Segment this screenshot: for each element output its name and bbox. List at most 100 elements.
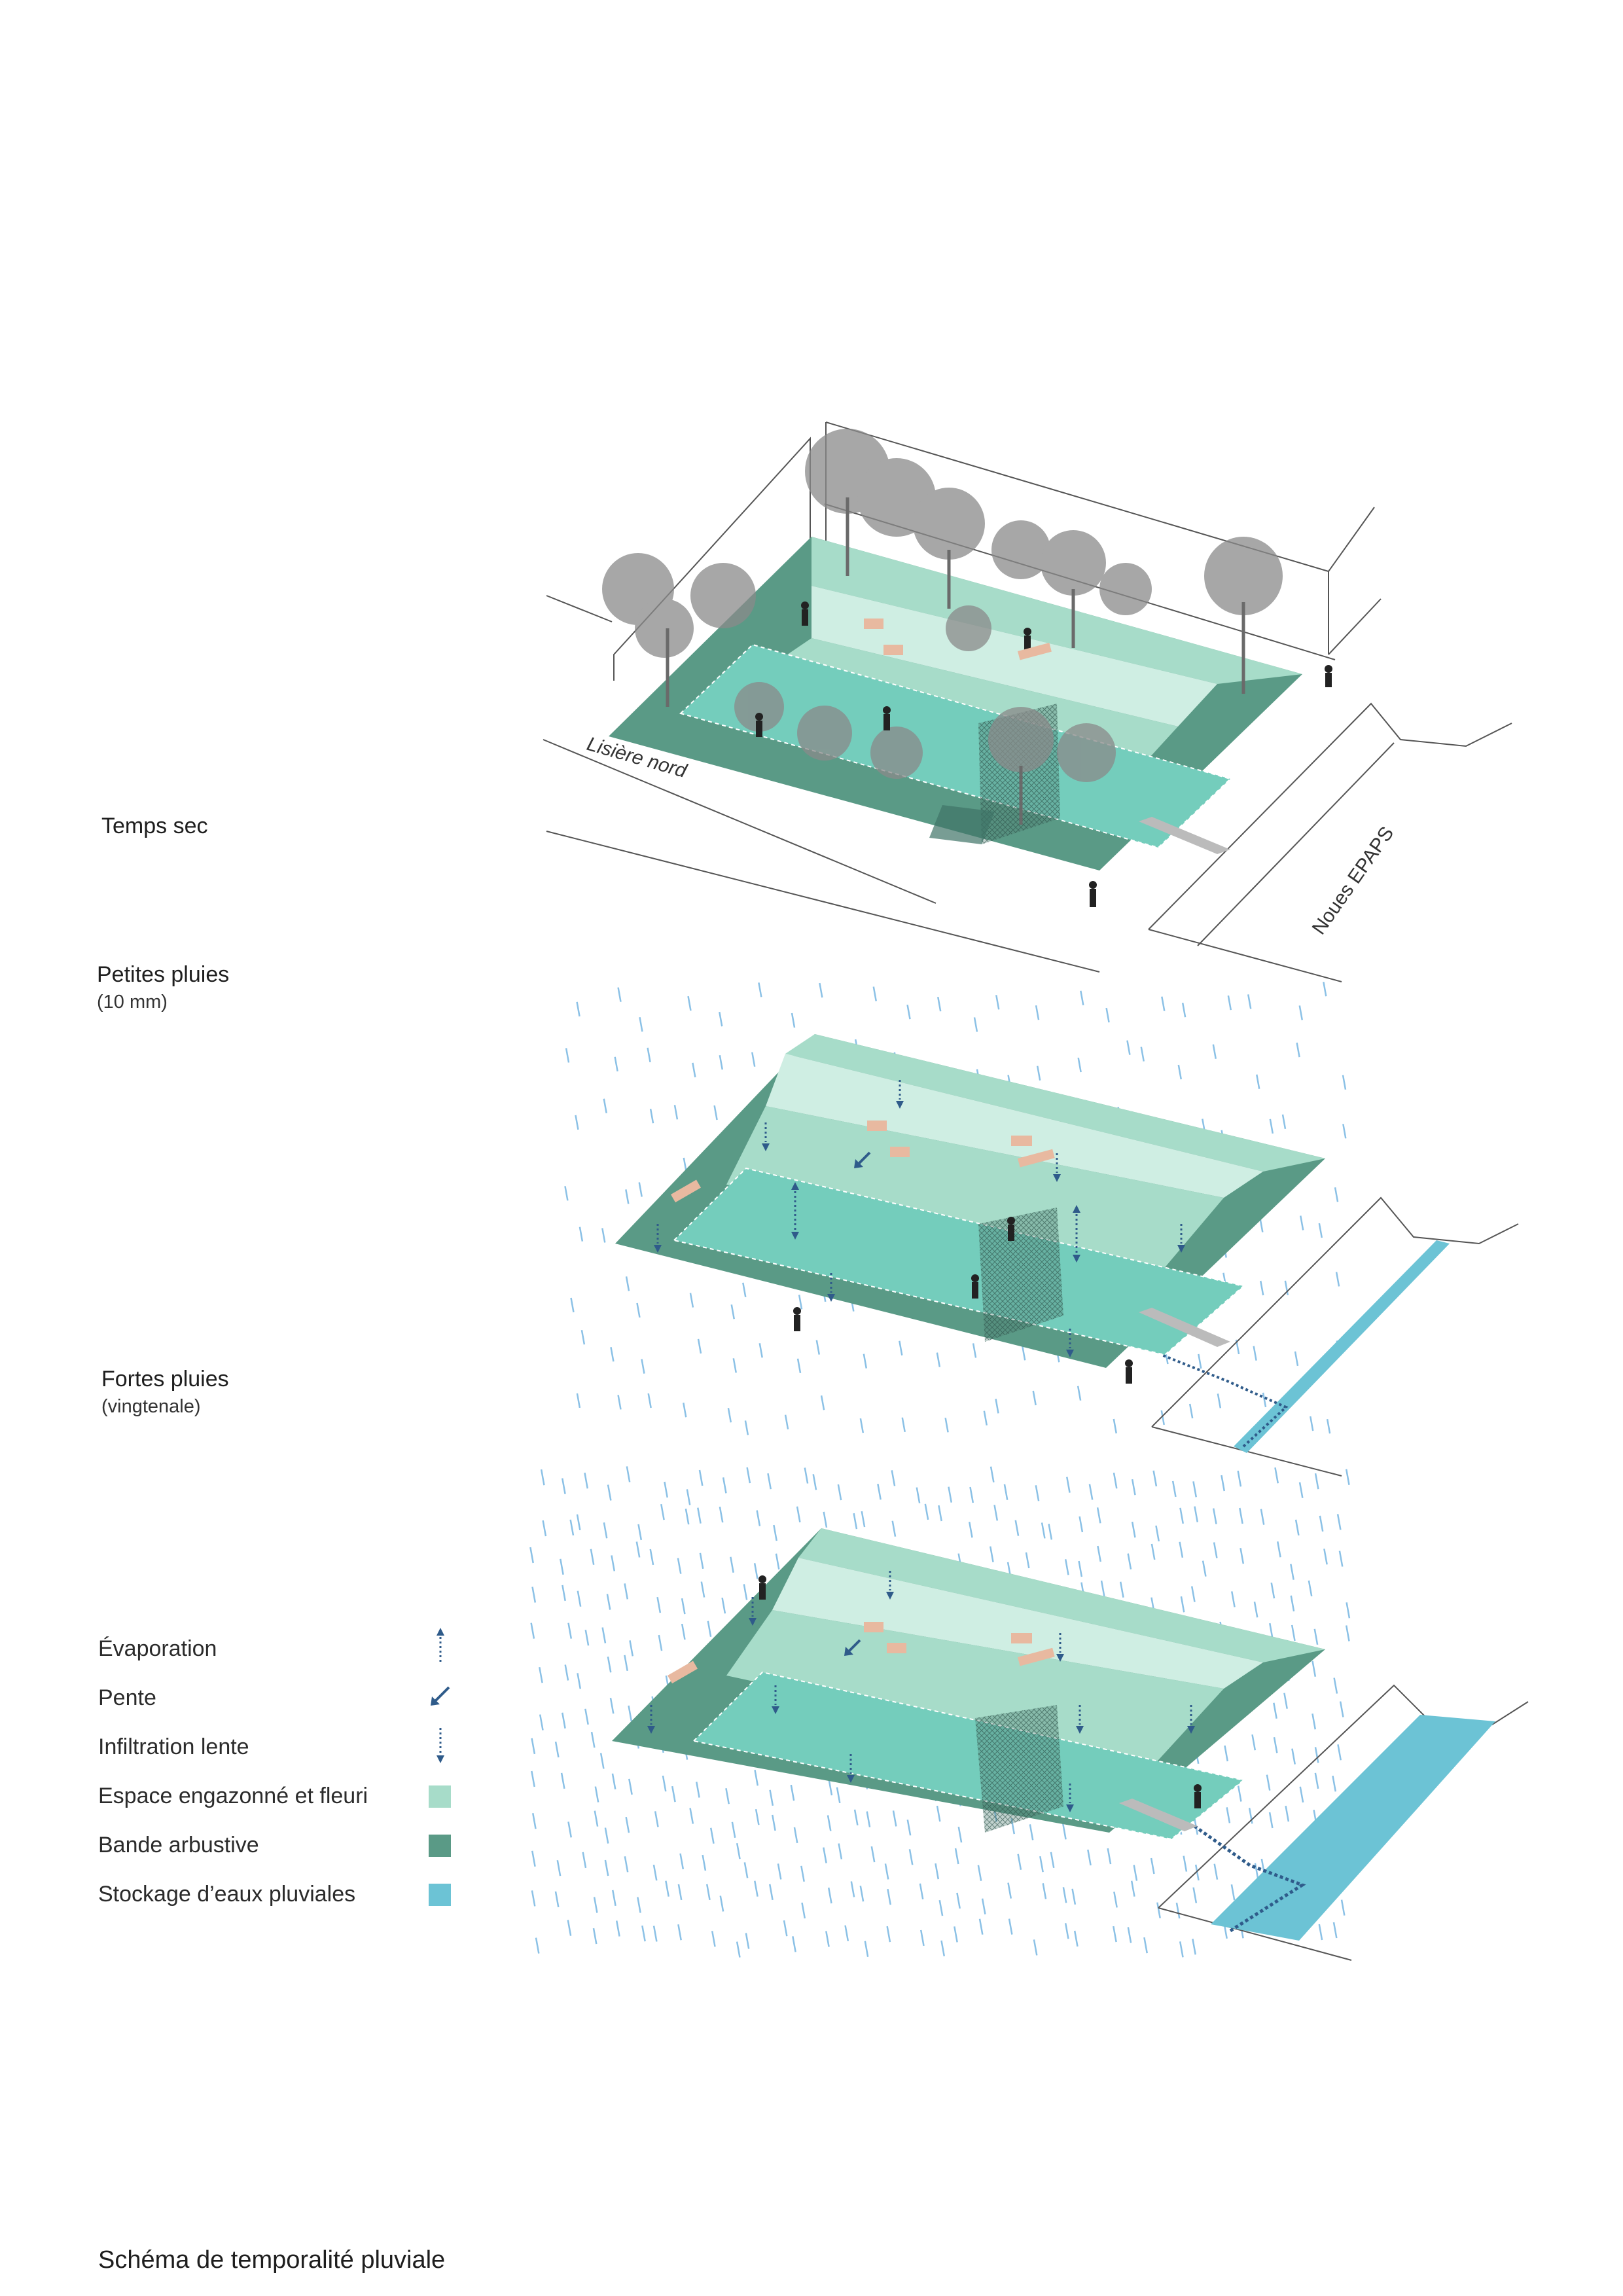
- raindrop: [1202, 1560, 1207, 1577]
- raindrop: [995, 995, 1000, 1010]
- raindrop: [539, 1714, 544, 1731]
- raindrop: [531, 1587, 537, 1603]
- raindrop: [594, 1810, 599, 1827]
- stage-heavy-rain-diagram: [529, 1466, 1529, 1961]
- raindrop: [641, 1359, 645, 1374]
- raindrop: [758, 982, 762, 997]
- raindrop: [625, 1816, 630, 1833]
- raindrop: [727, 1407, 732, 1423]
- raindrop: [601, 1228, 606, 1243]
- raindrop: [719, 1011, 723, 1027]
- legend-evaporation-label: Évaporation: [98, 1636, 217, 1661]
- raindrop: [820, 1395, 825, 1410]
- raindrop: [993, 1505, 999, 1521]
- raindrop: [1155, 1525, 1160, 1542]
- raindrop: [1226, 1807, 1231, 1823]
- raindrop: [793, 1827, 798, 1844]
- raindrop: [617, 1395, 622, 1410]
- raindrop: [1127, 1553, 1132, 1570]
- raindrop: [1256, 1074, 1260, 1089]
- raindrop: [1269, 1623, 1274, 1640]
- raindrop: [567, 1821, 573, 1838]
- raindrop: [973, 1017, 978, 1032]
- raindrop: [567, 1623, 573, 1639]
- raindrop: [1313, 1628, 1319, 1645]
- raindrop: [732, 1358, 737, 1373]
- raindrop: [944, 1418, 949, 1433]
- raindrop: [1283, 1693, 1288, 1709]
- stage-title-dry: Temps sec: [101, 814, 208, 838]
- slope-arrow: [844, 1639, 861, 1656]
- raindrop: [773, 1524, 777, 1541]
- raindrop: [584, 1708, 589, 1725]
- raindrop: [1077, 1386, 1082, 1401]
- raindrop: [590, 1549, 595, 1565]
- raindrop: [919, 1883, 924, 1900]
- raindrop: [1237, 1785, 1242, 1802]
- raindrop: [1131, 1521, 1136, 1538]
- raindrop: [562, 1478, 566, 1494]
- raindrop: [1224, 1745, 1229, 1762]
- raindrop: [887, 1888, 891, 1905]
- raindrop: [1318, 1223, 1323, 1238]
- raindrop: [607, 1484, 612, 1501]
- raindrop: [936, 1352, 941, 1367]
- raindrop: [577, 1590, 582, 1607]
- raindrop: [576, 1001, 580, 1017]
- raindrop: [1037, 1066, 1041, 1081]
- legend-infiltration-label: Infiltration lente: [98, 1734, 249, 1759]
- raindrop: [531, 1890, 536, 1907]
- raindrop: [850, 1881, 855, 1897]
- raindrop: [1062, 1887, 1067, 1903]
- raindrop: [1048, 1524, 1053, 1540]
- raindrop: [1140, 1047, 1145, 1062]
- raindrop: [956, 1892, 961, 1909]
- raindrop: [614, 1056, 618, 1072]
- raindrop: [1253, 1602, 1258, 1618]
- raindrop: [1035, 1485, 1040, 1501]
- dotted-up-arrow-icon: [437, 1628, 444, 1663]
- raindrop: [679, 1853, 685, 1870]
- raindrop: [592, 1928, 597, 1945]
- raindrop: [554, 1891, 560, 1908]
- raindrop: [1150, 1857, 1155, 1874]
- raindrop: [1096, 1507, 1101, 1524]
- raindrop: [743, 1584, 748, 1600]
- raindrop: [560, 1772, 565, 1789]
- raindrop: [584, 1472, 589, 1489]
- raindrop: [861, 1511, 866, 1528]
- raindrop: [604, 1827, 609, 1844]
- raindrop: [1062, 1823, 1067, 1840]
- raindrop: [1029, 1824, 1034, 1840]
- raindrop: [1042, 1883, 1047, 1899]
- raindrop: [681, 1598, 686, 1615]
- raindrop: [1181, 1002, 1186, 1018]
- raindrop: [567, 1920, 572, 1936]
- raindrop: [531, 1738, 536, 1755]
- raindrop: [628, 1778, 633, 1795]
- raindrop: [1299, 1786, 1304, 1803]
- raindrop: [564, 1186, 569, 1201]
- raindrop: [1035, 1005, 1040, 1020]
- raindrop: [1308, 1580, 1313, 1597]
- raindrop: [800, 1865, 805, 1882]
- raindrop: [948, 1486, 953, 1503]
- raindrop: [539, 1666, 543, 1683]
- raindrop: [884, 1863, 889, 1880]
- raindrop: [756, 1510, 761, 1526]
- raindrop: [977, 1865, 982, 1881]
- raindrop: [1213, 1863, 1219, 1880]
- raindrop: [940, 1940, 946, 1957]
- raindrop: [1300, 1215, 1304, 1230]
- raindrop: [891, 1520, 897, 1537]
- raindrop: [1230, 1884, 1236, 1901]
- raindrop: [784, 1414, 789, 1429]
- raindrop: [580, 1329, 586, 1345]
- raindrop: [637, 1897, 641, 1913]
- raindrop: [624, 1856, 629, 1873]
- raindrop: [1179, 1541, 1184, 1558]
- raindrop: [697, 1507, 702, 1524]
- raindrop: [901, 1417, 906, 1433]
- raindrop: [853, 1809, 859, 1826]
- raindrop: [924, 1503, 929, 1520]
